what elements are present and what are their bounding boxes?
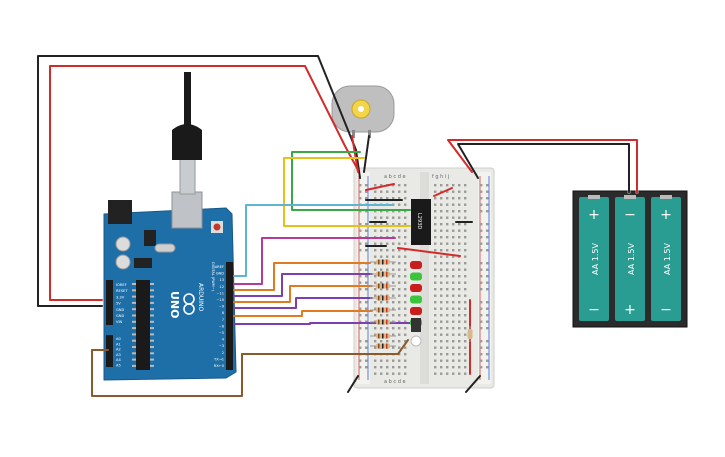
battery-cell: + AA 1.5V − [651,195,681,321]
pin-label: GND [116,308,124,312]
pin-label: A0 [116,337,121,341]
wire-gnd [37,55,361,307]
digital-header-label: DIGITAL (PWM~) [211,262,215,292]
breadboard-columns-top-right: f g h i j [432,174,449,180]
pin-label: 2 [222,351,224,355]
pin-label: A1 [116,342,121,346]
resistor [370,343,396,349]
led-array [410,261,422,327]
usb-cable [172,72,202,195]
led [410,295,422,304]
pin-label: ~3 [219,344,224,348]
pin-label: 4 [222,338,225,342]
battery-cell: + AA 1.5V − [579,195,609,321]
pin-label: RX←0 [214,364,225,368]
arduino-model: UNO [168,291,181,319]
battery-cell: − AA 1.5V + [615,195,645,321]
wires [37,55,638,397]
battery-cell-label: AA 1.5V [591,243,600,275]
pin-label: VIN [116,320,123,324]
pin-label: 7 [222,318,224,322]
pin-label: ~11 [216,291,224,295]
power-header [106,280,113,325]
wire-green [291,151,411,211]
capacitor [115,254,131,270]
capacitor [115,236,131,252]
l293d-ic: L293D [411,199,431,245]
pin-label: 13 [219,278,224,282]
pushbutton [411,318,421,332]
wire-5v [49,65,359,301]
battery-polarity-bottom: − [660,302,672,318]
wire-magenta [233,237,396,285]
photoresistor [410,335,422,347]
pin-label: 12 [219,285,224,289]
battery-polarity-bottom: + [624,302,636,318]
resistor [370,307,396,313]
resistor [370,259,396,265]
resistor-array [370,259,473,349]
pin-label: TX→1 [213,357,224,361]
pin-label: A4 [116,358,121,362]
pin-label: GND [216,272,224,276]
pin-label: ~5 [219,331,224,335]
dc-motor [331,85,395,138]
arduino-logo: ARDUINO UNO [168,283,204,319]
pin-label: 8 [222,311,225,315]
digital-header [226,262,233,370]
battery-polarity-top: − [624,207,636,223]
atmega-chip [136,280,150,370]
pin-label: A5 [116,364,121,368]
pin-label: AREF [215,265,224,269]
resistor [467,326,473,342]
pin-label: ~6 [219,324,225,328]
arduino-brand: ARDUINO [197,283,204,312]
battery-polarity-top: + [660,207,672,223]
led [410,307,422,315]
pin-label: ~9 [219,305,225,309]
battery-cell-label: AA 1.5V [663,243,672,275]
breadboard-columns-bottom: a b c d e [384,379,406,385]
led [410,272,422,281]
battery-pack: + AA 1.5V − − AA 1.5V + + AA 1.5V − [572,190,688,328]
resistor [370,333,396,339]
pin-label: 5V [116,302,121,306]
arduino-uno-board: ARDUINO UNO DIGITAL (PWM~) AREF GND 13 12 ~1… [103,191,237,381]
resistor [370,319,396,325]
battery-polarity-top: + [588,207,600,223]
analog-header [106,335,113,367]
resistor [370,283,396,289]
pin-label: RESET [116,289,128,293]
pin-label: ~10 [216,298,224,302]
pin-label: GND [116,314,124,318]
pin-label: A3 [116,353,121,357]
pin-label: IOREF [116,283,127,287]
wire-cyan [233,204,393,277]
led [410,261,422,269]
battery-cell-label: AA 1.5V [627,243,636,275]
wire-yellow [283,157,411,227]
wire-battery-positive [447,139,638,193]
breadboard-columns-top: a b c d e [384,174,406,180]
battery-polarity-bottom: − [588,302,600,318]
usb-port [171,191,203,229]
wire-brown [91,339,409,397]
resistor [370,271,396,277]
pin-label: A2 [116,348,121,352]
ic-label: L293D [416,213,422,229]
pin-label: 3.3V [116,295,125,299]
wire-battery-negative [457,143,630,193]
led [410,284,422,292]
power-jack [108,200,132,224]
resistor [370,295,396,301]
